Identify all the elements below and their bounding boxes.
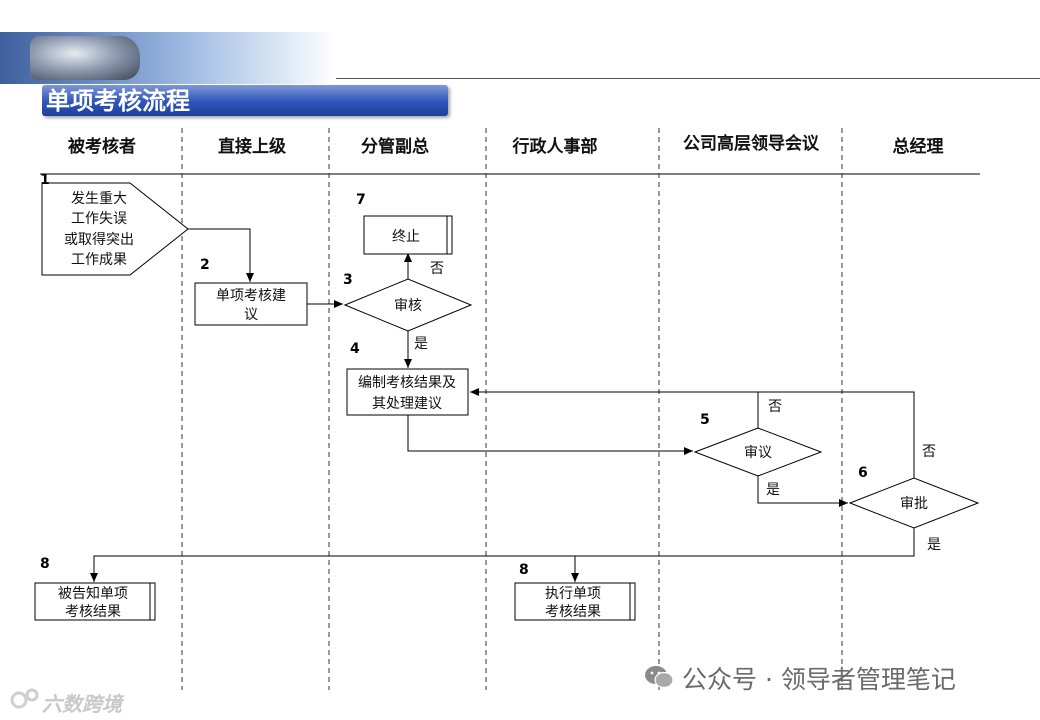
step6-label: 审批 [900, 496, 928, 512]
logo-icon [10, 688, 39, 709]
step8a-line1: 被告知单项 [58, 585, 128, 602]
connector-5-6 [757, 476, 848, 507]
step2-line2: 议 [244, 307, 258, 323]
step3-number: 3 [343, 272, 353, 288]
step1-line3: 或取得突出 [64, 231, 134, 248]
step2-line1: 单项考核建 [216, 288, 286, 304]
step8b-line1: 执行单项 [545, 586, 601, 602]
step7-number: 7 [356, 192, 366, 208]
step8b-line2: 考核结果 [545, 604, 601, 620]
step4-line2: 其处理建议 [372, 396, 442, 412]
branch-no-3: 否 [430, 261, 444, 277]
branch-no-6: 否 [922, 444, 936, 460]
step1-number: 1 [40, 172, 50, 188]
connector-5-4 [470, 388, 759, 428]
step1-line2: 工作失误 [71, 211, 127, 227]
step1-pentagon [41, 182, 189, 276]
title-bar [42, 85, 448, 116]
lane-header-executive-meeting: 公司高层领导会议 [683, 134, 819, 154]
step5-diamond [693, 427, 823, 477]
step7-label: 终止 [392, 229, 420, 245]
watermark-text: 公众号 · 领导者管理笔记 [682, 665, 956, 694]
branch-yes-5: 是 [766, 482, 780, 498]
motor-image [30, 36, 140, 80]
step1-line1: 发生重大 [71, 191, 127, 207]
step2-box [194, 282, 308, 326]
step8a-line2: 考核结果 [65, 604, 121, 620]
page-title: 单项考核流程 [46, 87, 190, 115]
branch-yes-3: 是 [414, 336, 428, 352]
step8b-box [514, 582, 636, 621]
branch-yes-6: 是 [927, 537, 941, 553]
step8a-number: 8 [40, 556, 50, 572]
step2-number: 2 [200, 257, 210, 273]
step1-line4: 工作成果 [71, 252, 127, 268]
step4-number: 4 [350, 341, 360, 357]
logo-watermark-text: 六数跨境 [42, 692, 122, 716]
branch-no-5: 否 [768, 399, 782, 415]
connector-1-2 [188, 228, 254, 282]
step6-diamond [848, 477, 980, 529]
step6-number: 6 [858, 465, 868, 481]
connector-4-5 [407, 415, 693, 455]
step5-label: 审议 [744, 445, 772, 461]
header-rule [336, 78, 1040, 79]
lane-dividers [181, 128, 843, 690]
step5-number: 5 [700, 412, 710, 428]
lane-header-general-manager: 总经理 [892, 137, 944, 157]
step8b-number: 8 [519, 562, 529, 578]
step3-label: 审核 [394, 298, 422, 314]
connector-6-4 [758, 391, 915, 478]
step3-diamond [343, 278, 473, 332]
wechat-icon [645, 666, 674, 689]
step8a-box [34, 582, 156, 621]
step7-box [363, 215, 453, 255]
lane-header-hr-admin: 行政人事部 [512, 137, 598, 157]
lane-header-assessee: 被考核者 [68, 137, 136, 157]
connector-6-8a [90, 528, 915, 582]
lane-header-vice-president: 分管副总 [361, 137, 429, 157]
lane-header-direct-superior: 直接上级 [218, 137, 286, 157]
step4-line1: 编制考核结果及 [358, 375, 456, 391]
